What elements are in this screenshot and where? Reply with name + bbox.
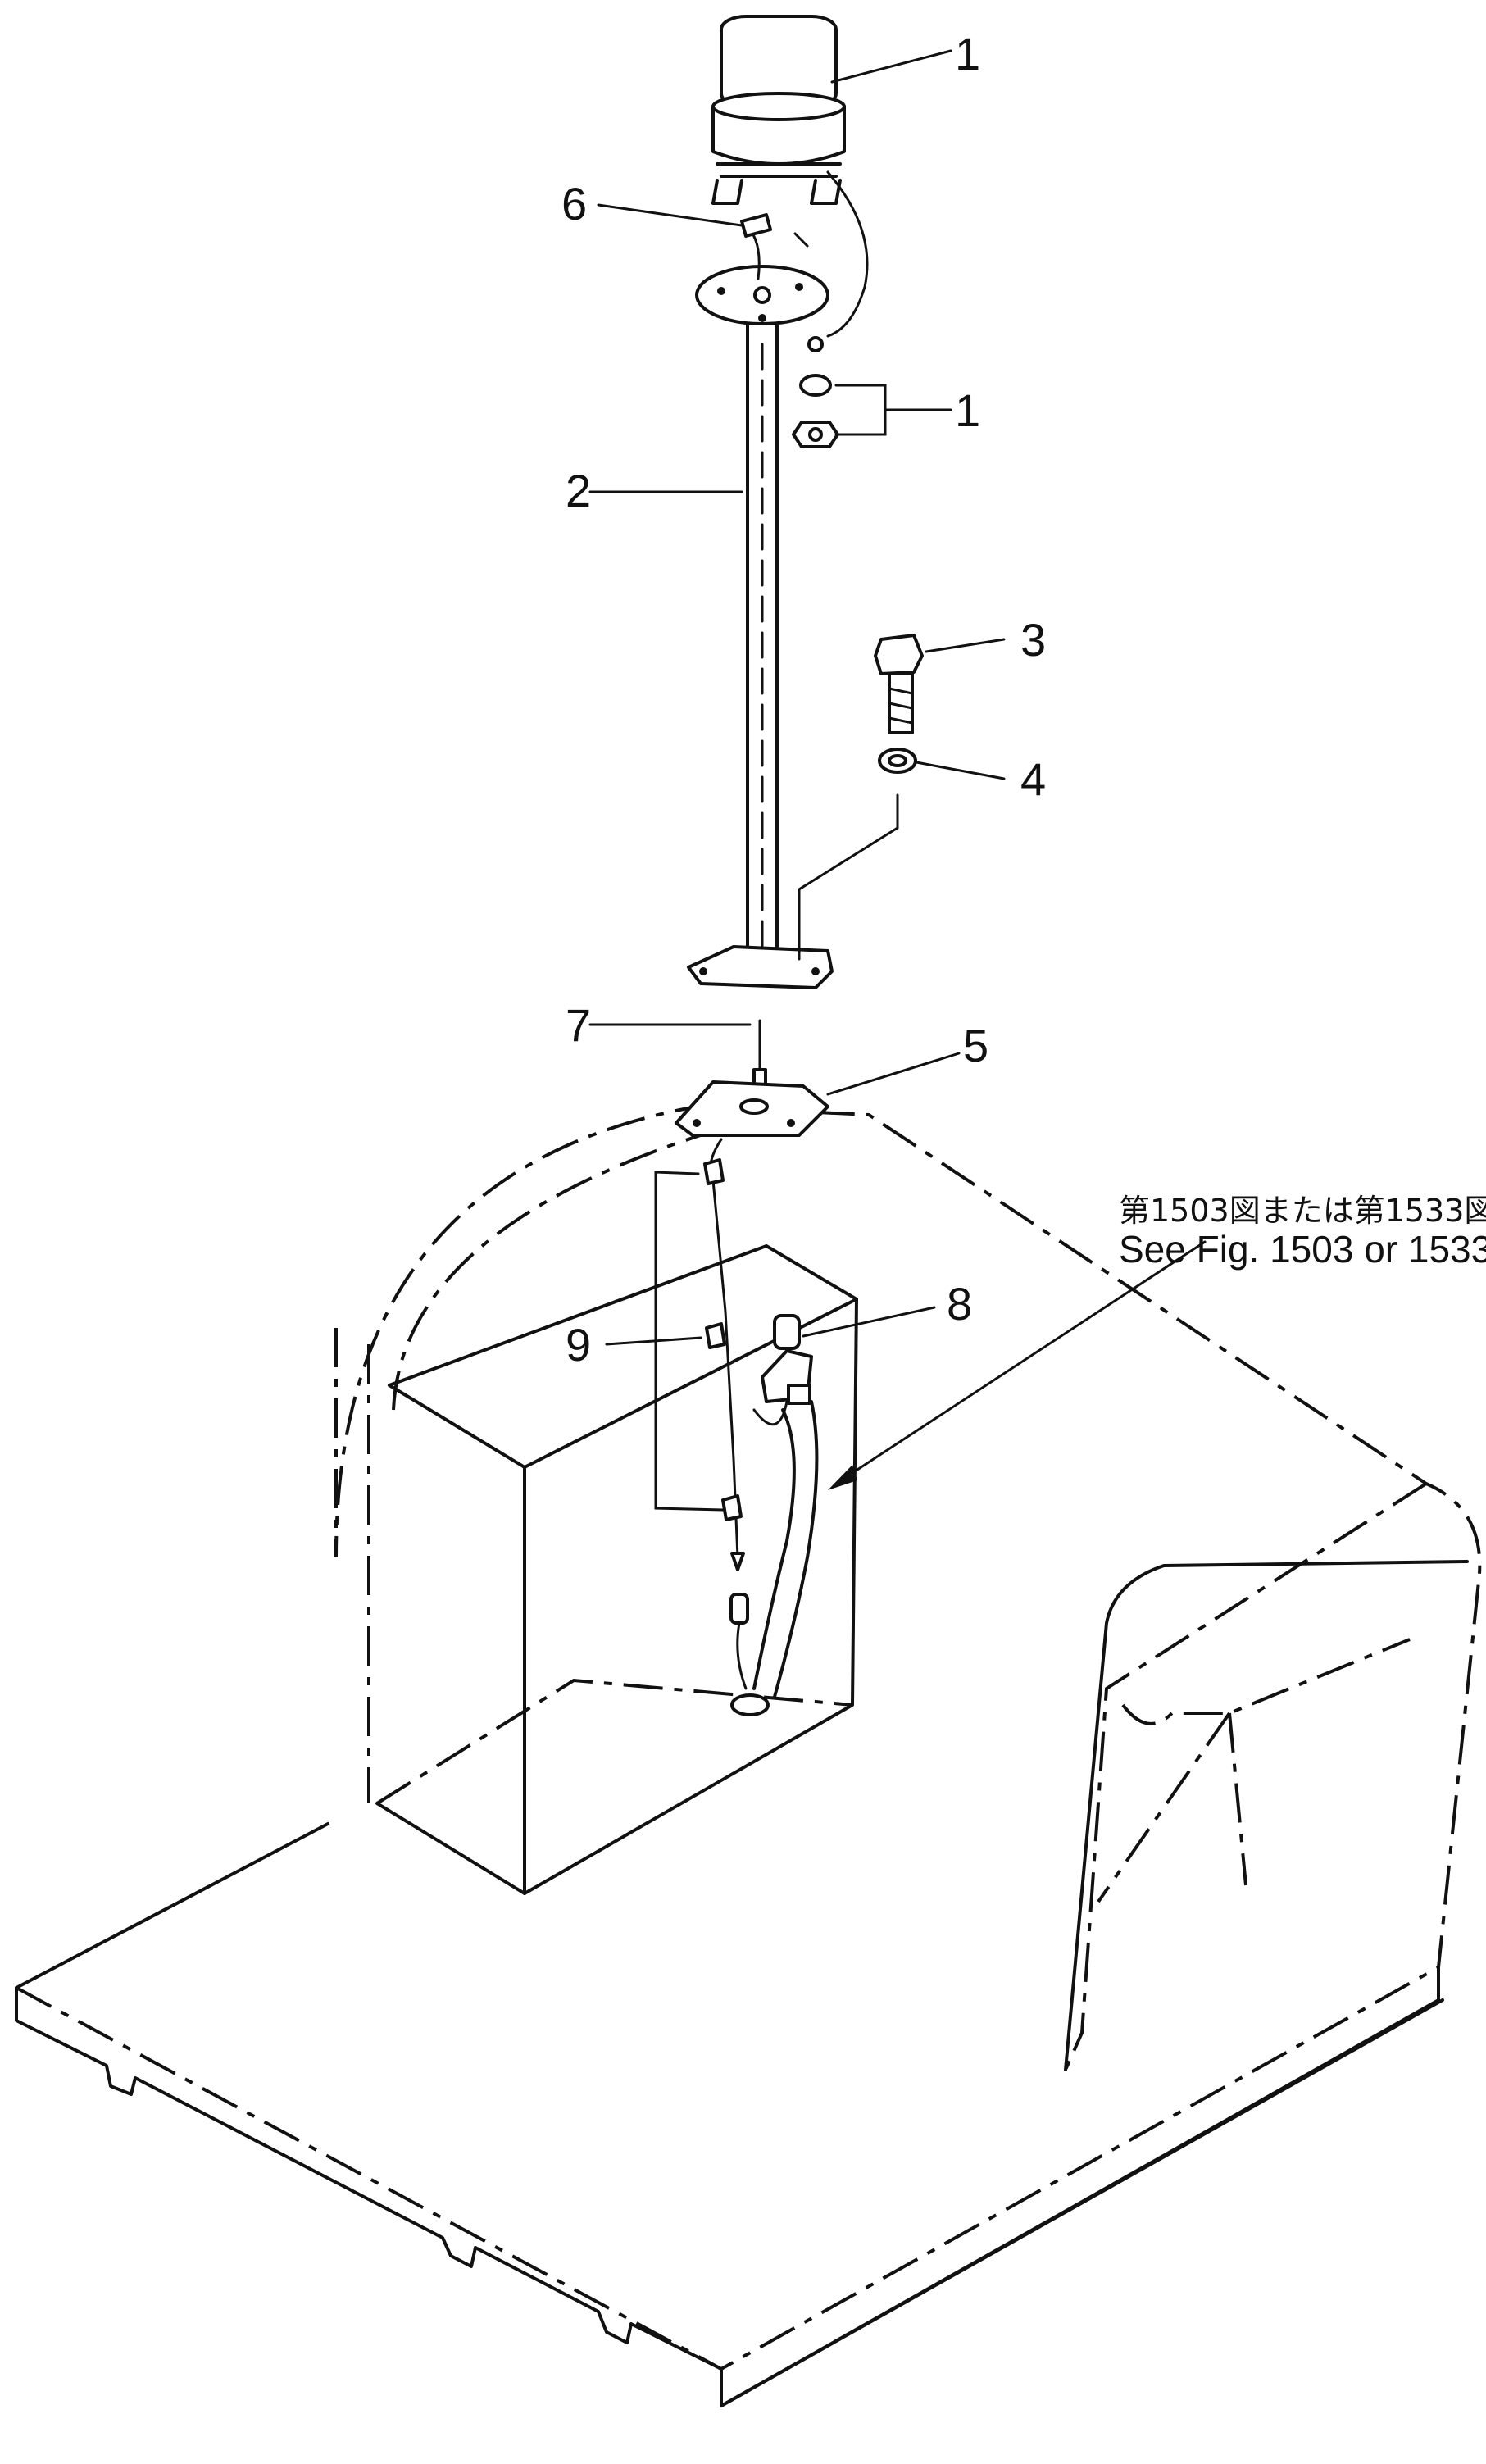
callout-4: 4 — [1020, 753, 1046, 805]
reference-arrow — [828, 1240, 1207, 1490]
beacon-lamp — [711, 15, 869, 338]
callout-leaders — [588, 49, 1006, 1346]
callout-2: 2 — [566, 465, 591, 516]
screw — [752, 1019, 767, 1088]
switch — [752, 1314, 819, 1698]
washer-nut — [792, 336, 839, 448]
callout-1-top: 1 — [955, 28, 980, 80]
callout-3: 3 — [1020, 614, 1046, 666]
cab-frame — [334, 1104, 1482, 2071]
lock-washer — [878, 748, 917, 774]
assembly-leader — [798, 793, 899, 961]
reference-note-jp: 第1503図または第1533図参照 — [1119, 1193, 1486, 1229]
wiring-harness — [654, 1138, 770, 1716]
base-bracket — [675, 1080, 829, 1137]
post — [687, 322, 834, 989]
callout-7: 7 — [566, 999, 591, 1051]
callout-8: 8 — [947, 1278, 972, 1330]
console-box — [375, 1244, 858, 1895]
reference-note-en: See Fig. 1503 or 1533 — [1119, 1228, 1486, 1271]
floor-plate — [15, 1822, 1444, 2407]
callout-6: 6 — [561, 178, 587, 230]
callout-9: 9 — [566, 1319, 591, 1371]
bolt — [874, 634, 924, 734]
callout-5: 5 — [963, 1020, 988, 1071]
mount-plate — [695, 213, 829, 325]
callout-1-nut: 1 — [955, 384, 980, 436]
